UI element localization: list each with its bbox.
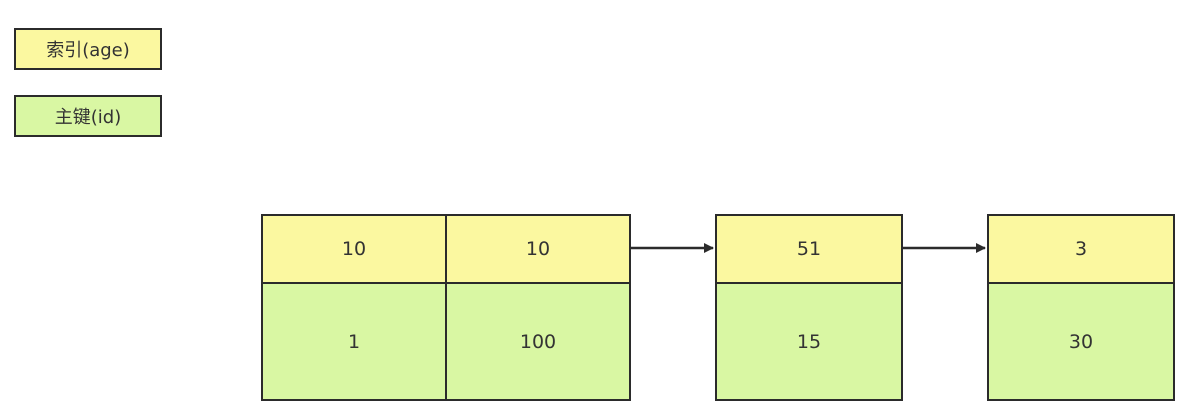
id-value-cell: 30 <box>989 284 1173 399</box>
index-node-3: 3 30 <box>987 214 1175 401</box>
id-value-cell: 15 <box>717 284 901 399</box>
legend-primary-key-id: 主键(id) <box>14 95 162 137</box>
age-key-cell: 10 <box>263 216 445 284</box>
age-key-cell: 10 <box>447 216 629 284</box>
age-key-cell: 51 <box>717 216 901 284</box>
index-node-1: 10 1 10 100 <box>261 214 631 401</box>
age-key-cell: 3 <box>989 216 1173 284</box>
node-1-entry-1: 10 1 <box>263 216 447 399</box>
node-1-entry-2: 10 100 <box>447 216 629 399</box>
id-value-cell: 100 <box>447 284 629 399</box>
node-2-entry-1: 51 15 <box>717 216 901 399</box>
legend-index-age-label: 索引(age) <box>46 40 130 61</box>
legend-primary-key-id-label: 主键(id) <box>54 107 122 128</box>
legend-index-age: 索引(age) <box>14 28 162 70</box>
node-3-entry-1: 3 30 <box>989 216 1173 399</box>
index-node-2: 51 15 <box>715 214 903 401</box>
id-value-cell: 1 <box>263 284 445 399</box>
